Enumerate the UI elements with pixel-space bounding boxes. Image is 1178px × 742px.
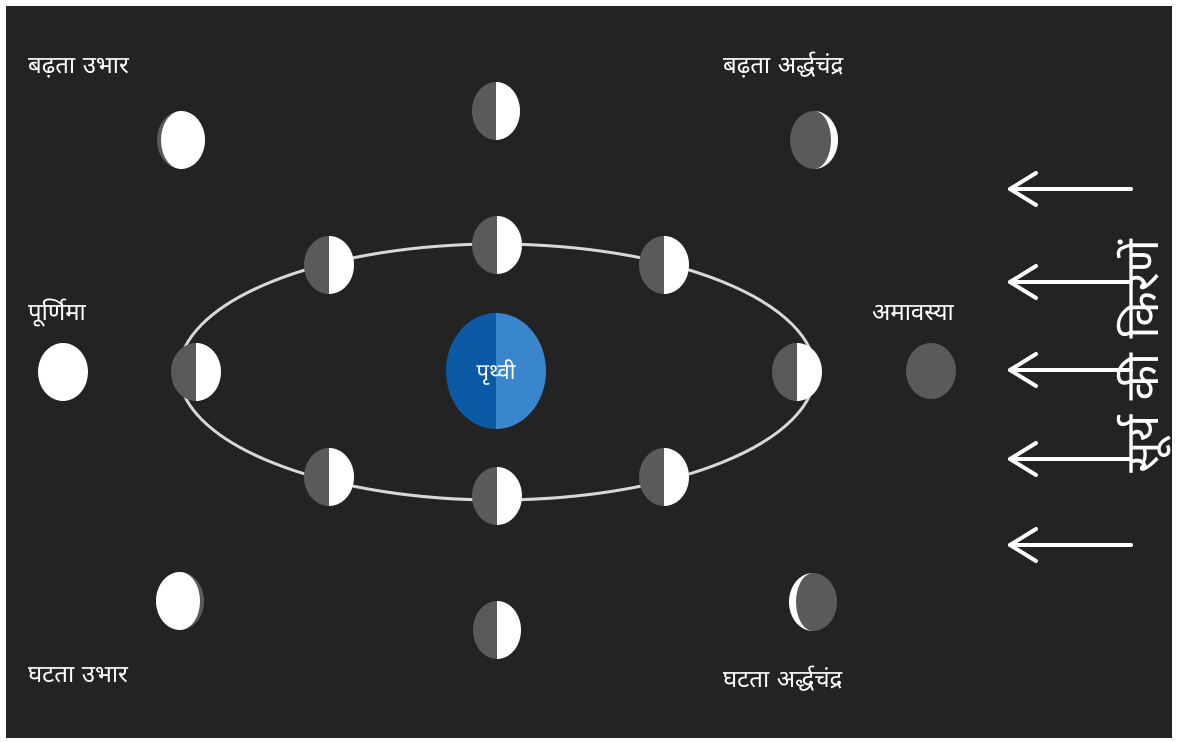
phase-moon-full [38,343,88,401]
label-new-moon: अमावस्या [872,298,955,326]
label-waxing-gibbous: बढ़ता उभार [28,51,130,79]
orbit-moon-bottom [472,467,522,525]
label-full-moon: पूर्णिमा [28,298,87,327]
orbit-moon-top-right [639,236,689,294]
moon-phases-diagram: पृथ्वी [6,6,1172,738]
orbit-moon-bottom-right [639,448,689,506]
sun-ray-arrow-4 [1010,443,1131,475]
label-last-quarter: घटता अर्द्धचंद्र [723,665,843,693]
sun-ray-arrow-3 [1010,354,1131,386]
orbit-moon-bottom-left [304,448,354,506]
sun-rays-label: सूर्य की किरणें [1115,238,1171,472]
sun-ray-arrow-1 [1010,173,1131,205]
phase-moon-new [906,343,956,399]
sun-ray-arrow-5 [1010,529,1131,561]
orbit-moon-left [171,343,221,401]
label-first-quarter: बढ़ता अर्द्धचंद्र [723,51,843,79]
phase-moon-waxing-gibbous [157,111,205,169]
diagram-canvas: पृथ्वी [6,6,1172,738]
earth-label: पृथ्वी [477,359,516,385]
orbit-moon-right [772,343,822,401]
sun-ray-arrow-2 [1010,266,1131,298]
orbit-moon-top-left [304,236,354,294]
phase-moon-top [472,82,520,140]
phase-moon-waning-gibbous [156,572,204,630]
phase-moon-bottom [473,601,521,659]
orbit-moon-top [472,216,522,274]
phase-moon-crescent-bottom-right [789,573,837,631]
label-waning-gibbous: घटता उभार [28,660,129,688]
phase-moon-crescent-top-right [790,111,838,169]
